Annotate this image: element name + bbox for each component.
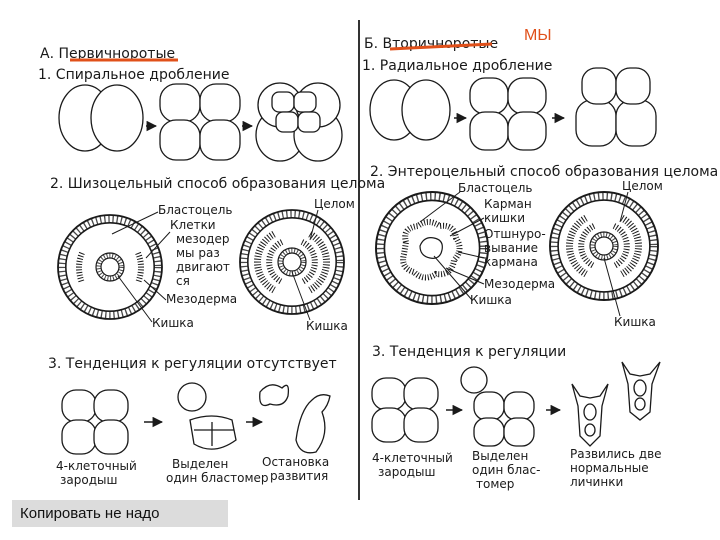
left-label-cells-2: мезодер <box>176 232 229 246</box>
right-caption-2a: Выделен <box>472 449 528 463</box>
left-caption-2b: один бластомер <box>166 471 269 485</box>
right-label-pocket-2: кишки <box>484 211 525 225</box>
right-caption-3b: нормальные <box>570 461 649 475</box>
marker-label: МЫ <box>524 27 552 44</box>
left-section-2: 2. Шизоцельный способ образования целома <box>50 176 385 192</box>
left-arrested-shapes <box>259 384 331 454</box>
right-radial-8cell-embryo <box>575 67 657 147</box>
left-4cell-embryo-row3 <box>61 389 129 455</box>
left-label-cells-3: мы раз <box>176 246 220 260</box>
left-spiral-8cell-embryo <box>255 82 343 162</box>
right-section-2: 2. Энтероцельный способ образования цело… <box>370 164 718 180</box>
left-label-gut-1: Кишка <box>152 316 194 330</box>
left-caption-1a: 4-клеточный <box>56 459 137 473</box>
right-caption-3a: Развились две <box>570 447 662 461</box>
right-larvae <box>571 361 661 447</box>
left-label-celom: Целом <box>314 197 355 211</box>
right-label-pinch-3: кармана <box>484 255 538 269</box>
right-label-mesoderm: Мезодерма <box>484 277 555 291</box>
right-label-gut-2: Кишка <box>614 315 656 329</box>
left-caption-3a: Остановка <box>262 455 329 469</box>
right-section-1: 1. Радиальное дробление <box>362 58 552 74</box>
left-label-blastocoel: Бластоцель <box>158 203 232 217</box>
left-caption-1b: зародыш <box>60 473 117 487</box>
right-caption-2b: один блас- <box>472 463 540 477</box>
right-label-blastocoel: Бластоцель <box>458 181 532 195</box>
right-label-pinch-1: Отшнуро- <box>484 227 546 241</box>
right-4cell-embryo <box>469 77 547 151</box>
right-caption-3c: личинки <box>570 475 623 489</box>
right-label-gut-1: Кишка <box>470 293 512 307</box>
copy-warning-note: Копировать не надо <box>12 500 228 527</box>
right-caption-1b: зародыш <box>378 465 435 479</box>
right-enterocoel-embryo-2 <box>550 192 658 300</box>
left-schizocoel-embryo-2 <box>240 210 344 314</box>
right-label-pinch-2: вывание <box>484 241 538 255</box>
right-label-pocket-1: Карман <box>484 197 532 211</box>
left-caption-3b: развития <box>270 469 328 483</box>
left-label-cells-5: ся <box>176 274 190 288</box>
left-title: А. Первичноротые <box>40 46 175 62</box>
left-4cell-embryo <box>159 83 241 161</box>
right-4cell-embryo-row3 <box>371 377 439 443</box>
right-caption-2c: томер <box>476 477 514 491</box>
right-section-3: 3. Тенденция к регуляции <box>372 344 566 360</box>
left-label-mesoderm: Мезодерма <box>166 292 237 306</box>
left-section-3: 3. Тенденция к регуляции отсутствует <box>48 356 337 372</box>
right-caption-1a: 4-клеточный <box>372 451 453 465</box>
right-label-celom: Целом <box>622 179 663 193</box>
left-label-gut-2: Кишка <box>306 319 348 333</box>
left-label-cells-4: двигают <box>176 260 230 274</box>
right-title-underline <box>389 42 493 51</box>
left-2cell-embryo <box>58 84 144 152</box>
left-schizocoel-embryo-1 <box>58 215 162 319</box>
left-label-cells-1: Клетки <box>170 218 216 232</box>
left-section-1: 1. Спиральное дробление <box>38 67 229 83</box>
left-caption-2a: Выделен <box>172 457 228 471</box>
right-isolated-blastomere <box>460 366 535 447</box>
right-2cell-embryo <box>369 79 451 141</box>
left-isolated-blastomere <box>177 382 237 450</box>
right-enterocoel-embryo-1 <box>376 192 488 304</box>
